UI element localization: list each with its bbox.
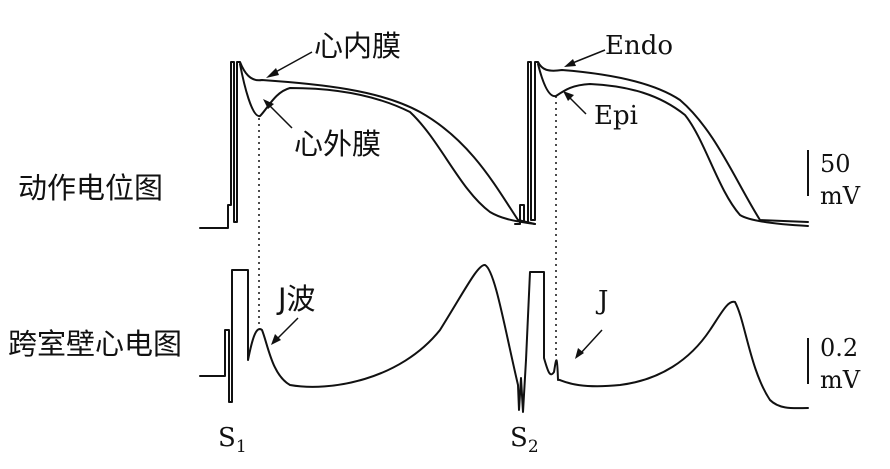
arrowhead-j-beat2 [575,348,584,359]
endo-label-beat1: 心内膜 [314,29,401,63]
transmural-ecg-label: 跨室壁心电图 [8,327,182,361]
ecg-scale-unit: mV [820,366,861,394]
ap-scale-unit: mV [820,182,861,210]
arrowhead-endo-beat1 [266,68,279,78]
ecg-scale-value: 0.2 [820,334,858,362]
arrow-epi-beat1 [267,103,293,129]
ecg-beat2-trace [525,271,809,410]
endo-label-beat2: Endo [605,31,673,61]
transmural-ecg-panel [199,264,809,413]
action-potential-panel [199,61,809,229]
arrow-epi-beat2 [567,95,587,115]
j-label-beat2: J [595,286,608,316]
stimulus-label-s2: S2 [510,423,539,457]
arrow-endo-beat1 [271,51,313,75]
action-potential-label: 动作电位图 [18,171,163,205]
ap-scale-value: 50 [820,150,851,178]
annotation-arrows [263,49,606,359]
arrowhead-epi-beat1 [263,99,274,109]
arrowhead-epi-beat2 [563,91,574,101]
arrowhead-endo-beat2 [564,59,576,67]
ap-beat1-endo-trace [199,61,536,229]
ap-beat1-epi-trace [239,63,536,225]
j-wave-label-beat1: J波 [276,282,316,316]
arrow-j-beat1 [275,317,299,341]
arrow-j-beat2 [579,329,603,355]
epi-label-beat1: 心外膜 [294,127,381,161]
arrow-endo-beat2 [569,49,606,65]
arrowhead-j-beat1 [271,334,281,345]
stimulus-label-s1: S1 [218,423,247,457]
epi-label-beat2: Epi [594,101,638,131]
ecg-beat1-trace [199,264,527,413]
ap-beat2-endo-trace [514,61,809,225]
ap-beat2-epi-trace [537,63,809,227]
